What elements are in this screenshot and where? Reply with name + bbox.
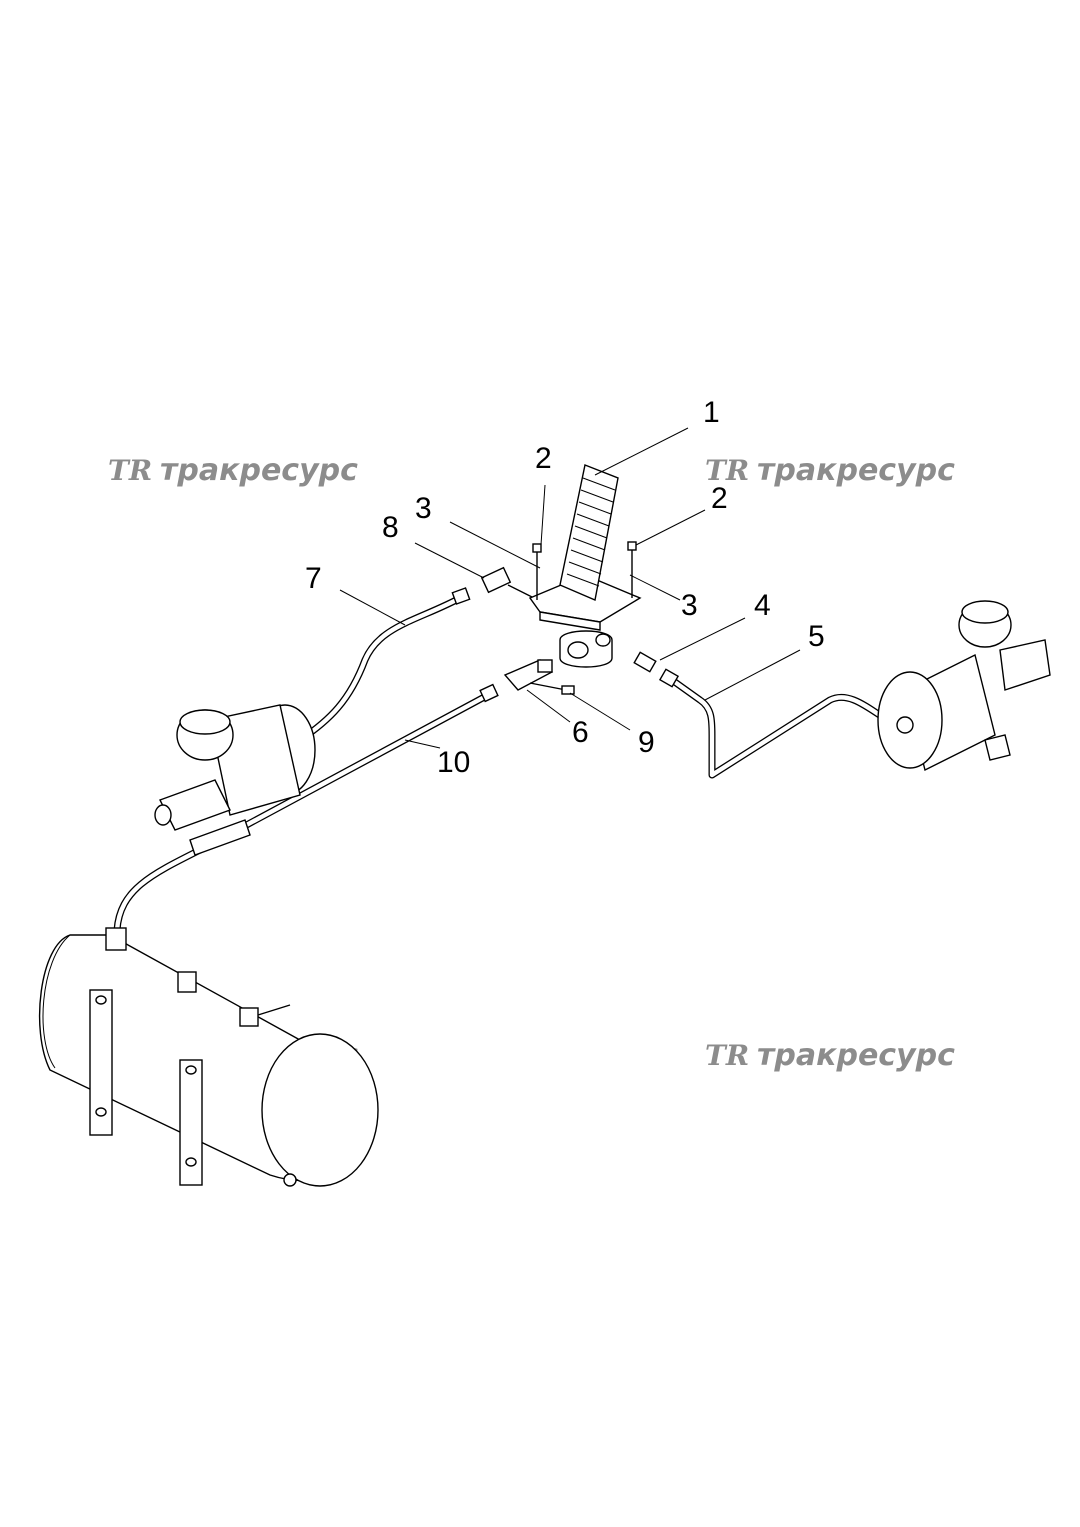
leader-4	[659, 617, 746, 661]
leader-3b	[629, 574, 681, 601]
fitting-8	[480, 566, 533, 598]
brake-chamber-left	[154, 704, 316, 856]
watermark-brand: тракресурс	[757, 1038, 955, 1073]
callout-2-right: 2	[711, 482, 728, 515]
callout-9: 9	[638, 726, 655, 759]
callout-3-right: 3	[681, 589, 698, 622]
plug-9	[561, 685, 575, 695]
callout-6: 6	[572, 716, 589, 749]
watermark-logo: TR	[705, 1039, 749, 1072]
callout-7: 7	[305, 562, 322, 595]
leader-7	[339, 589, 406, 626]
brake-pedal	[559, 464, 619, 601]
watermark-logo: TR	[108, 454, 152, 487]
nut-7	[451, 587, 471, 605]
watermark-top-right: TR тракресурс	[705, 453, 955, 488]
leader-6	[526, 689, 571, 723]
leader-1	[594, 427, 689, 476]
leader-5	[704, 649, 801, 701]
watermark-brand: тракресурс	[757, 453, 955, 488]
leader-10	[404, 739, 441, 749]
callout-2-left: 2	[535, 442, 552, 475]
bolt-2-left	[532, 543, 542, 600]
callout-1: 1	[703, 396, 720, 429]
brake-chamber-right	[877, 600, 1051, 772]
leader-8	[414, 542, 485, 579]
watermark-logo: TR	[705, 454, 749, 487]
watermark-bottom-right: TR тракресурс	[705, 1038, 955, 1073]
fitting-4	[633, 651, 657, 673]
air-receiver	[38, 927, 379, 1187]
callout-numbers: 1 2 2 3 3 4 5 6 7 8 9 10	[305, 396, 825, 779]
tee-6	[503, 659, 575, 695]
nut-5	[658, 668, 680, 688]
watermark-brand: тракресурс	[160, 453, 358, 488]
pipe-5	[668, 676, 899, 779]
bolt-2-right	[627, 541, 637, 598]
watermark-top-left: TR тракресурс	[108, 453, 358, 488]
callout-4: 4	[754, 589, 771, 622]
nut-10	[479, 683, 499, 703]
callout-8: 8	[382, 511, 399, 544]
leader-lines	[339, 427, 801, 749]
brake-pedal-valve	[451, 464, 680, 703]
callout-5: 5	[808, 620, 825, 653]
leader-3a	[449, 521, 541, 569]
callout-3-left: 3	[415, 492, 432, 525]
leader-2b	[635, 509, 706, 546]
leader-9	[569, 692, 631, 731]
leader-2a	[540, 484, 546, 546]
pipe-7	[296, 593, 466, 744]
callout-10: 10	[437, 746, 470, 779]
